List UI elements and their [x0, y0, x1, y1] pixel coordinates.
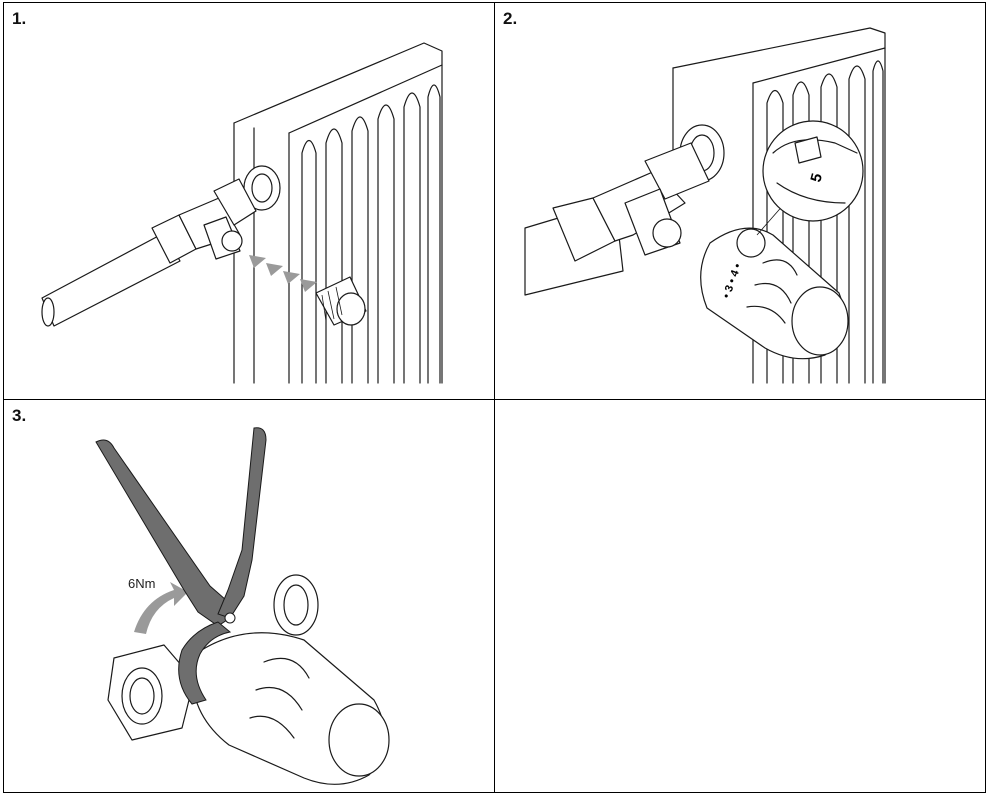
direction-arrows [249, 255, 317, 292]
protective-cap [315, 276, 367, 326]
thermostatic-head: • 3 • 4 • [700, 227, 849, 360]
step-3-panel: 3. 6Nm [3, 399, 495, 793]
valve-nut [644, 142, 710, 200]
step-2-number: 2. [503, 9, 518, 28]
step-1-illustration [41, 42, 443, 384]
torque-arrow [134, 582, 188, 634]
step-3-illustration [95, 427, 390, 785]
radiator-fins [301, 84, 441, 384]
step-2-panel: 2. [494, 2, 986, 400]
instruction-grid: 1. [3, 2, 986, 793]
torque-label: 6Nm [128, 576, 156, 591]
step-1-panel: 1. [3, 2, 495, 400]
step-3-number: 3. [12, 406, 27, 425]
valve-nut [213, 178, 257, 226]
step-1-number: 1. [12, 9, 27, 28]
detail-zoom-circle: 5 [736, 120, 864, 258]
step-2-illustration: • 3 • 4 • 5 [524, 27, 886, 384]
empty-panel [494, 399, 986, 793]
wrench [95, 427, 267, 705]
thermostatic-head [191, 632, 390, 785]
pipe [41, 232, 181, 327]
radiator-fins [766, 60, 884, 384]
